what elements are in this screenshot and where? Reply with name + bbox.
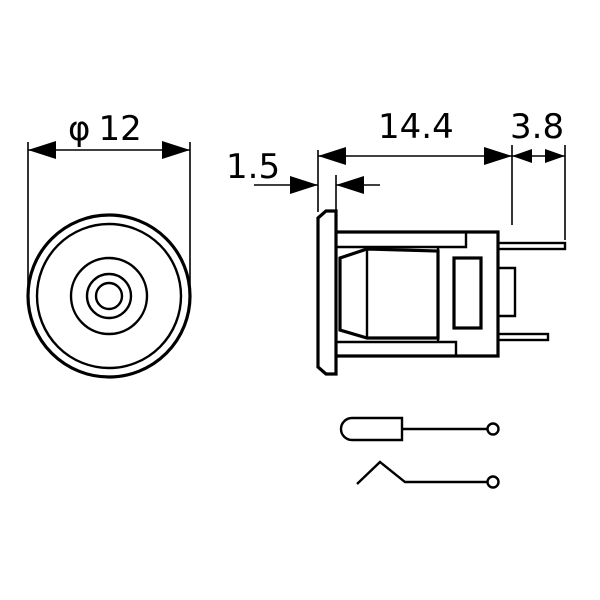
body-bottom-step — [336, 340, 458, 356]
contact-window — [452, 256, 483, 330]
schematic-symbol — [339, 416, 500, 489]
spring-contact — [356, 460, 488, 485]
diameter-symbol: φ — [68, 109, 90, 149]
plug-terminal — [486, 422, 500, 436]
bottom-pin — [496, 332, 550, 342]
socket-ring-outer — [69, 256, 149, 336]
socket-hole — [94, 281, 124, 311]
outer-flange-circle — [26, 213, 192, 379]
spring-terminal — [486, 475, 500, 489]
pin-arrow-left — [512, 149, 532, 163]
body-length-label: 14.4 — [378, 107, 454, 147]
body-length-dimension: 14.4 — [318, 107, 513, 225]
diameter-value: 12 — [98, 109, 141, 149]
body-arrow-right — [484, 147, 512, 165]
plug-tip — [339, 416, 404, 442]
body-arrow-left — [318, 147, 346, 165]
flange-arrow-left — [290, 176, 318, 194]
flange-thickness-label: 1.5 — [226, 147, 280, 187]
pin-length-dimension: 3.8 — [510, 107, 566, 240]
body-top-step — [336, 232, 468, 249]
socket-ring-inner — [85, 272, 133, 320]
pin-arrow-right — [545, 149, 565, 163]
flange-arrow-right — [336, 176, 364, 194]
front-view — [26, 213, 192, 379]
inner-flange-circle — [35, 222, 183, 370]
sleeve — [338, 247, 440, 340]
pin-length-label: 3.8 — [510, 107, 564, 147]
body-outline — [336, 230, 500, 358]
flange-dimension: 1.5 — [226, 147, 380, 212]
flange — [316, 209, 338, 376]
arrow-left — [28, 141, 56, 159]
rear-lug — [498, 266, 517, 318]
top-pin — [496, 241, 567, 251]
side-view — [316, 209, 567, 376]
arrow-right — [162, 141, 190, 159]
